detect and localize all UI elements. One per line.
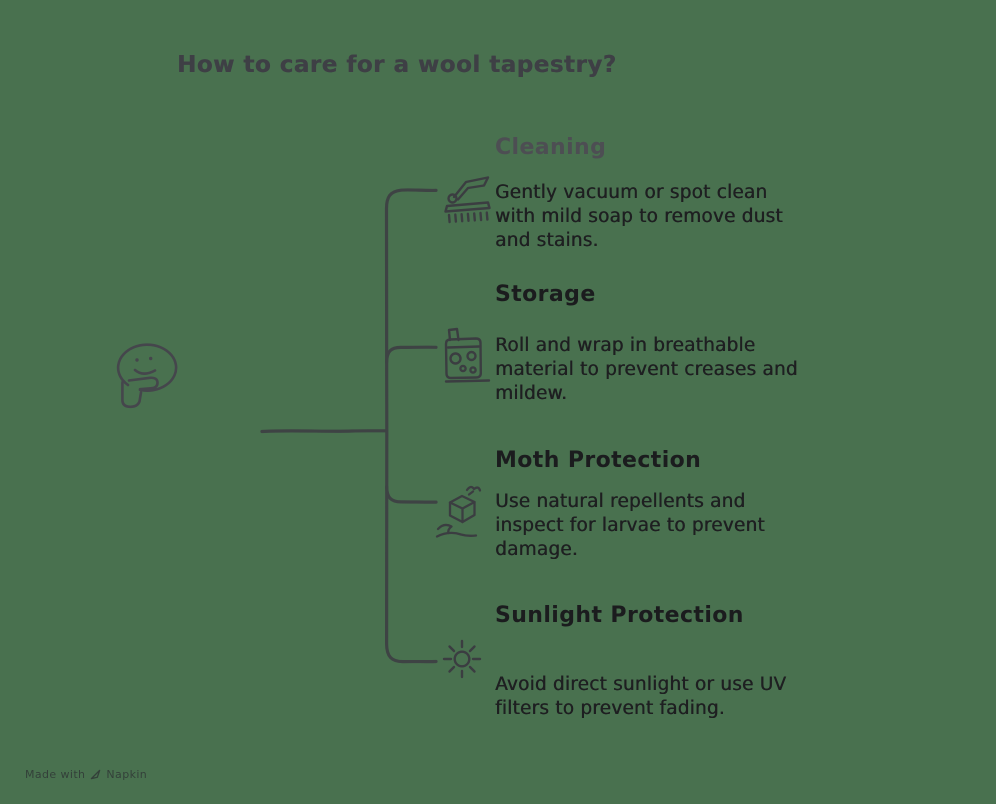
branch-sunlight-protection: Sunlight Protection Avoid direct sunligh… [495,602,835,721]
branch-description: Roll and wrap in breathable material to … [495,335,798,404]
branch-heading: Storage [495,282,596,307]
branch-cleaning: Cleaning Gently vacuum or spot clean wit… [495,134,835,253]
moth-branch-line [385,485,438,504]
face-outline [116,343,178,392]
branch-heading: Sunlight Protection [495,603,744,628]
face-eye-left [135,358,139,362]
storage-branch-line [385,345,438,364]
branch-heading: Moth Protection [495,448,702,473]
trunk-line [384,188,438,664]
branch-description: Avoid direct sunlight or use UV filters … [495,674,787,719]
hand-thumb [436,523,453,535]
diagram-title: How to care for a wool tapestry? [177,52,617,78]
credit-brand: Napkin [106,768,148,781]
branch-description: Gently vacuum or spot clean with mild so… [495,182,783,251]
branch-description: Use natural repellents and inspect for l… [495,491,765,560]
cube-left [448,501,464,524]
moth-wings [465,485,482,496]
hand-palm [435,531,478,538]
repellent-block-hand-icon [435,485,482,538]
made-with-napkin-credit: Made with Napkin [25,768,147,781]
vacuum-brush-icon [444,176,491,224]
sun-icon [442,639,482,679]
thinking-face-icon [116,343,178,409]
wrapped-roll-icon [444,327,491,383]
cube-right [461,500,476,524]
napkin-logo-icon [91,769,101,780]
cube-top [448,494,476,510]
root-stem-line [260,429,388,434]
face-hand-fingers [127,376,159,391]
branch-moth-protection: Moth Protection Use natural repellents a… [495,447,835,562]
branch-storage: Storage Roll and wrap in breathable mate… [495,281,835,406]
face-eye-right [149,356,153,361]
branch-heading: Cleaning [495,135,607,160]
face-hand-fist [121,379,143,409]
credit-prefix: Made with [25,768,86,781]
face-frown [133,368,157,375]
